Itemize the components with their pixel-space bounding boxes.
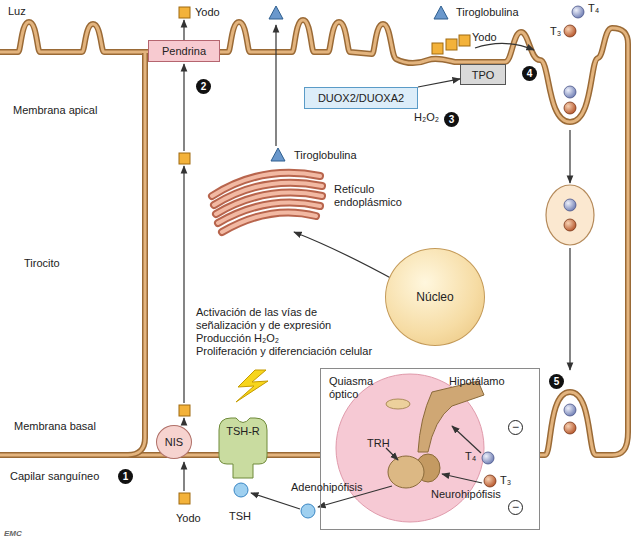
- node-text: Neurohipófisis: [431, 488, 501, 501]
- nucleus-circle: Núcleo: [385, 248, 485, 346]
- feedback-arrow: [452, 426, 481, 453]
- tsh-arrow: [251, 493, 300, 509]
- t3-molecule: [564, 25, 576, 37]
- inset-panel: Quiasma ópticoHipotálamoTRHAdenohipófisi…: [320, 368, 540, 530]
- hormone-arrow: [569, 248, 570, 370]
- callout-number: 1: [118, 469, 133, 484]
- hormone-arrow: [569, 130, 570, 183]
- iodine-arrow: [183, 462, 184, 491]
- callout-number: 3: [444, 112, 459, 127]
- thyroglobulin-triangle: [434, 6, 448, 19]
- iodine-square: [179, 153, 190, 164]
- lateral-membrane-outer: [128, 53, 145, 455]
- text-label: Tirocito: [24, 257, 60, 270]
- text-label: T₃: [500, 474, 511, 487]
- inset-background: [320, 368, 540, 530]
- node-text: Hipotálamo: [449, 375, 505, 388]
- thyroglobulin-arrow: [275, 25, 276, 146]
- colloid-vesicle: [546, 185, 594, 245]
- watermark: EMC: [4, 527, 22, 540]
- transporter-box: Pendrina: [148, 40, 220, 62]
- nucleus-arrow: [294, 232, 398, 282]
- connector-label: H₂O₂: [414, 111, 439, 124]
- text-label: Membrana basal: [14, 420, 96, 433]
- node-text: Núcleo: [386, 291, 484, 304]
- node-text: TPO: [461, 68, 505, 81]
- inhibition-sign: −: [508, 500, 523, 515]
- callout-number: 2: [196, 79, 211, 94]
- adenohypophysis-shape: [388, 456, 424, 488]
- text-label: Yodo: [195, 6, 220, 19]
- text-label: Activación de las vías de señalización y…: [196, 306, 371, 332]
- receptor-shape: TSH-R: [217, 416, 269, 480]
- node-text: TRH: [367, 437, 390, 450]
- enzyme-box: DUOX2/DUOXA2: [304, 87, 418, 109]
- node-text: Pendrina: [149, 45, 219, 58]
- thyroglobulin-triangle: [269, 6, 283, 19]
- text-label: Tiroglobulina: [294, 149, 357, 162]
- iodine-square: [432, 43, 443, 54]
- iodine-arrow: [183, 64, 184, 151]
- t3-molecule: [564, 219, 576, 231]
- node-text: Adenohipófisis: [291, 481, 363, 494]
- t3-molecule: [564, 102, 576, 114]
- trh-arrow: [386, 448, 398, 460]
- text-label: T₄: [588, 2, 599, 15]
- transporter-circle: NIS: [156, 425, 192, 459]
- text-label: Yodo: [472, 31, 497, 44]
- text-label: T₄: [465, 450, 476, 463]
- text-label: Tiroglobulina: [456, 6, 519, 19]
- connector-arrow: [418, 79, 460, 87]
- text-label: Luz: [8, 5, 26, 18]
- text-label: T₃: [550, 25, 561, 38]
- text-label: Capilar sanguíneo: [10, 470, 99, 483]
- text-label: Retículo endoplásmico: [334, 183, 414, 209]
- text-label: Producción H₂O₂: [196, 332, 279, 345]
- er-sheet: [222, 212, 316, 232]
- t4-molecule: [564, 404, 576, 416]
- lateral-membrane-inner: [128, 53, 145, 455]
- node-text: Quiasma óptico: [329, 375, 391, 401]
- iodine-square: [179, 493, 190, 504]
- er-sheet: [222, 212, 316, 232]
- t4-molecule: [572, 6, 584, 18]
- signal-lightning: [236, 370, 268, 402]
- iodine-arrow: [183, 418, 184, 425]
- optic-chiasm: [386, 399, 410, 409]
- tsh-molecule: [234, 483, 248, 497]
- iodine-square: [179, 7, 190, 18]
- text-label: TSH: [229, 510, 251, 523]
- thyroglobulin-triangle: [271, 148, 285, 161]
- tsh-molecule: [301, 504, 315, 518]
- enzyme-box: TPO: [460, 64, 506, 85]
- node-text: NIS: [157, 436, 191, 449]
- hypothalamus-shape: [418, 381, 484, 452]
- node-text: DUOX2/DUOXA2: [305, 92, 417, 105]
- callout-number: 5: [549, 374, 564, 389]
- iodine-square: [179, 405, 190, 416]
- t4-molecule: [564, 86, 576, 98]
- iodine-square: [459, 35, 470, 46]
- inhibition-sign: −: [508, 420, 523, 435]
- text-label: Proliferación y diferenciación celular: [196, 345, 372, 358]
- iodine-arrow: [183, 166, 184, 403]
- t4-molecule: [564, 199, 576, 211]
- node-text: TSH-R: [217, 425, 269, 438]
- t3-molecule: [484, 475, 496, 487]
- t4-molecule: [482, 452, 494, 464]
- t3-molecule: [564, 422, 576, 434]
- feedback-arrow: [442, 474, 482, 483]
- iodine-square: [446, 39, 457, 50]
- text-label: Yodo: [176, 512, 201, 525]
- coupling-arrow: [475, 43, 534, 50]
- iodine-arrow: [183, 20, 184, 40]
- text-label: Membrana apical: [13, 104, 97, 117]
- callout-number: 4: [522, 66, 537, 81]
